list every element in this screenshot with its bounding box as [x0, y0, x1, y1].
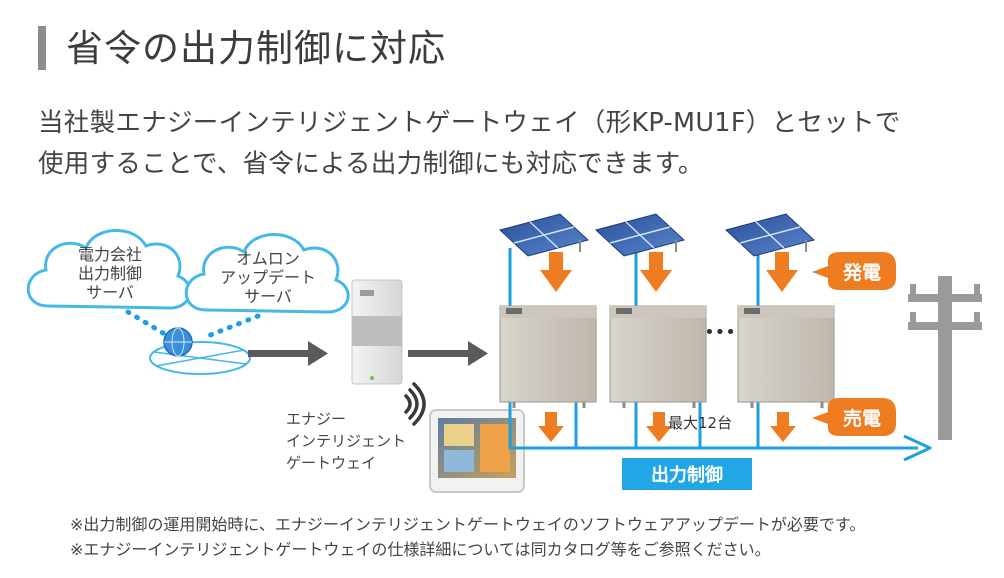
cloud-omron-line-1: オムロン [236, 249, 300, 268]
solar-panel-2 [594, 213, 686, 257]
footnote-1: ※出力制御の運用開始時に、エナジーインテリジェントゲートウェイのソフトウェアアッ… [70, 515, 866, 534]
gateway-device [351, 279, 403, 385]
wireless-signal-icon [404, 382, 426, 426]
arrow-to-power-conditioner [408, 341, 488, 366]
generation-arrow-3 [766, 252, 798, 292]
gateway-label-line-3: ゲートウェイ [286, 454, 376, 472]
title-accent-bar [38, 26, 46, 70]
generation-arrow-2 [640, 252, 672, 292]
utility-pole-icon [908, 276, 982, 440]
power-conditioner-2 [609, 305, 707, 408]
solar-panel-1 [498, 213, 590, 257]
output-control-diagram: 電力会社 出力制御 サーバ オムロン アップデート サーバ [26, 213, 982, 493]
sell-badge: 売電 [812, 398, 896, 436]
output-arrow-2 [646, 412, 672, 442]
lead-text-line-2: 使用することで、省令による出力制御にも対応できます。 [38, 149, 704, 179]
power-conditioner-3 [737, 305, 835, 408]
output-arrow-1 [538, 412, 564, 442]
sell-badge-label: 売電 [843, 407, 881, 430]
cloud-omron-line-2: アップデート [220, 268, 316, 287]
output-control-label: 出力制御 [651, 464, 723, 486]
output-control-label-box: 出力制御 [622, 458, 752, 490]
flow-arrowhead [903, 434, 932, 462]
dotted-link-left [125, 309, 171, 339]
solar-panel-3 [724, 213, 816, 257]
cloud-power-company-server: 電力会社 出力制御 サーバ [26, 229, 192, 310]
generation-badge-label: 発電 [842, 261, 881, 284]
power-conditioner-1 [499, 305, 597, 408]
internet-globe-icon [149, 327, 251, 375]
units-ellipsis: ••• [704, 322, 736, 343]
max-units-label: 最大12台 [668, 414, 732, 432]
cloud-power-company-line-2: 出力制御 [78, 264, 142, 283]
lead-text-line-1: 当社製エナジーインテリジェントゲートウェイ（形KP-MU1F）とセットで [38, 108, 901, 138]
arrow-to-gateway [248, 341, 328, 366]
cloud-omron-line-3: サーバ [244, 287, 292, 306]
dotted-link-right [205, 313, 261, 339]
output-arrow-3 [770, 412, 796, 442]
tablet-monitor-icon [429, 409, 525, 493]
footnote-2: ※エナジーインテリジェントゲートウェイの仕様詳細については同カタログ等をご参照く… [70, 540, 771, 559]
output-flow-line [508, 402, 918, 450]
generation-arrow-1 [540, 252, 572, 292]
gateway-label-line-2: インテリジェント [286, 432, 406, 450]
cloud-power-company-line-1: 電力会社 [78, 245, 142, 264]
cloud-power-company-line-3: サーバ [86, 283, 134, 302]
gateway-label-line-1: エナジー [286, 410, 346, 428]
page-title: 省令の出力制御に対応 [66, 27, 446, 70]
generation-badge: 発電 [812, 252, 896, 290]
cloud-omron-update-server: オムロン アップデート サーバ [184, 233, 350, 314]
